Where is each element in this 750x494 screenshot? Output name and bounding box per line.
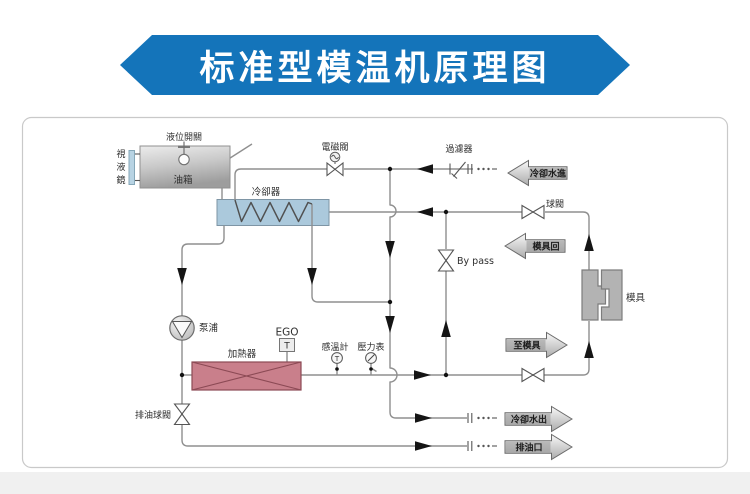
bottom-strip xyxy=(0,472,750,494)
heater-label: 加熱器 xyxy=(228,348,257,360)
temp-gauge-t: T xyxy=(334,355,340,363)
junction-dots xyxy=(179,166,449,378)
pressure-gauge-icon xyxy=(365,352,377,371)
pump-icon xyxy=(169,315,195,341)
cooling-water-in-arrow: 冷卻水進 xyxy=(507,159,568,187)
ball-valve-top-icon xyxy=(521,204,545,220)
page-title: 标准型模温机原理图 xyxy=(199,48,551,89)
sight-glass-label-1: 視 xyxy=(116,148,125,160)
ego-t-label: T xyxy=(283,342,290,352)
filter-label: 過濾器 xyxy=(445,143,472,155)
oil-tank-label: 油箱 xyxy=(173,174,192,186)
cooling-water-out-label: 冷卻水出 xyxy=(511,414,547,426)
oil-drain-label: 排油口 xyxy=(515,442,542,454)
cooling-water-line xyxy=(389,169,467,419)
cooling-water-out-arrow: 冷卻水出 xyxy=(504,405,573,433)
mold-return-arrow: 模具回 xyxy=(504,232,566,260)
temperature-gauge-icon: T xyxy=(331,352,343,371)
ego-thermostat: T xyxy=(279,338,295,362)
solenoid-valve-label: 電磁閥 xyxy=(321,141,348,153)
sight-glass-label-2: 液 xyxy=(116,161,125,173)
level-switch-icon xyxy=(178,141,190,166)
flow-direction-arrows xyxy=(177,164,594,451)
bypass-label: By pass xyxy=(457,256,494,267)
cooler-coil xyxy=(234,199,313,223)
cooler-label: 冷卻器 xyxy=(252,186,281,198)
solenoid-valve-icon xyxy=(326,151,344,177)
bypass-valve-icon xyxy=(437,249,455,272)
cooling-water-in-label: 冷卻水進 xyxy=(530,168,567,180)
pump-label: 泵浦 xyxy=(199,322,219,334)
to-mold-label: 至模具 xyxy=(513,340,540,352)
to-mold-arrow: 至模具 xyxy=(505,331,568,359)
ego-label: EGO xyxy=(275,327,298,339)
sight-glass-label-3: 鏡 xyxy=(116,174,125,186)
ball-valve-bottom-icon xyxy=(521,367,545,383)
tank-vent-line xyxy=(226,143,253,161)
mold xyxy=(581,269,623,321)
temp-gauge-label: 感溫計 xyxy=(321,341,348,353)
mold-label: 模具 xyxy=(626,292,646,304)
mold-return-label: 模具回 xyxy=(532,241,559,253)
sight-glass xyxy=(128,150,140,185)
pressure-gauge-label: 壓力表 xyxy=(357,341,384,353)
oil-drain-arrow: 排油口 xyxy=(504,433,573,461)
ball-valve-label: 球閥 xyxy=(546,198,564,210)
title-banner: 标准型模温机原理图 xyxy=(120,35,630,95)
heater xyxy=(191,361,302,391)
filter-icon xyxy=(449,161,497,179)
level-switch-label: 液位開關 xyxy=(166,131,202,143)
outlet-line-symbols xyxy=(467,413,497,451)
drain-ball-valve-icon xyxy=(173,403,191,426)
oil-tank: 液位開關 視 液 鏡 油箱 xyxy=(116,131,253,189)
drain-ball-valve-label: 排油球閥 xyxy=(135,409,171,421)
